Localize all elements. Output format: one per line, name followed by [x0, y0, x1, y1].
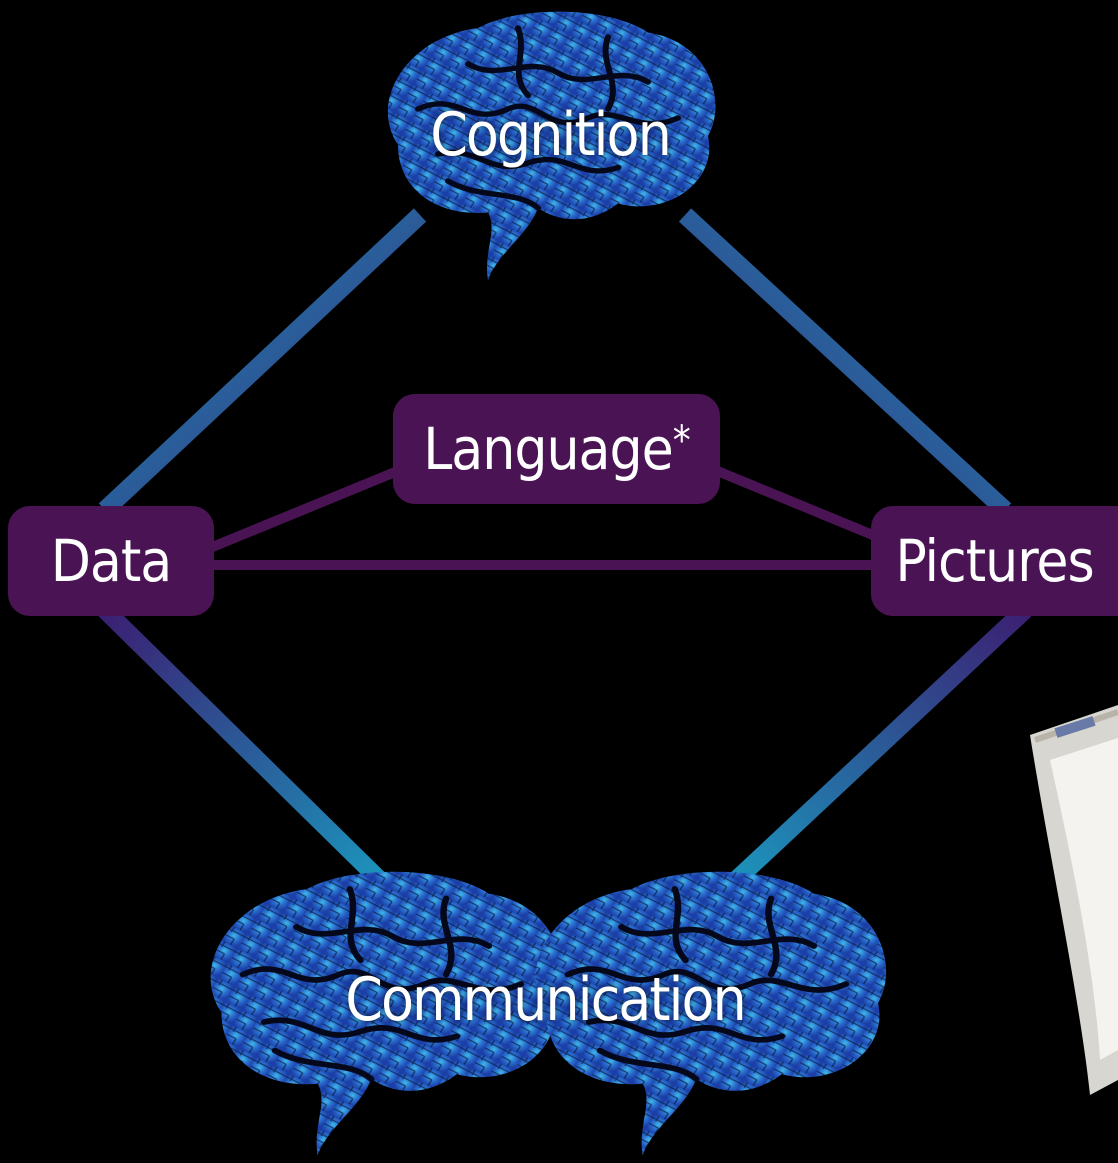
edge-cognition-data [98, 208, 427, 517]
node-language-label: Language [423, 415, 674, 483]
edge-language-pictures [713, 465, 882, 543]
node-data-label: Data [50, 527, 173, 595]
node-language: Language* [393, 394, 720, 504]
edge-data-communication [98, 603, 402, 902]
edge-pictures-communication [713, 603, 1032, 902]
node-pictures: Pictures [871, 506, 1118, 616]
edge-data-language [208, 465, 402, 553]
edge-cognition-pictures [678, 208, 1012, 517]
node-pictures-label: Pictures [895, 527, 1094, 595]
edges [98, 208, 1032, 960]
device-photo [1030, 705, 1118, 1095]
cognition-label: Cognition [430, 100, 672, 170]
communication-label: Communication [345, 965, 746, 1035]
node-data: Data [8, 506, 214, 616]
asterisk-mark: * [672, 418, 691, 464]
